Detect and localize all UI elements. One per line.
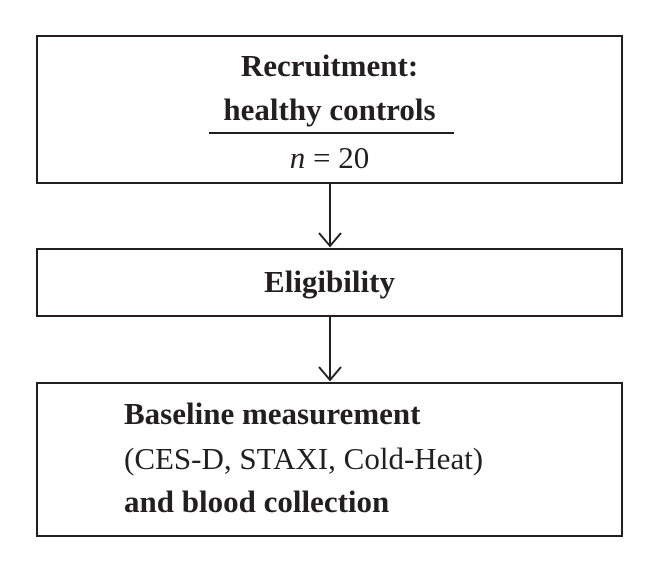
recruitment-title: Recruitment: [240,48,419,83]
arrow-2-head [318,366,342,382]
baseline-blood-collection: and blood collection [124,484,390,519]
recruitment-underline [209,132,454,134]
baseline-box: Baseline measurement (CES-D, STAXI, Cold… [36,382,623,537]
eligibility-box: Eligibility [36,248,623,317]
baseline-instruments: (CES-D, STAXI, Cold-Heat) [124,441,484,476]
sample-size-value: = 20 [305,140,370,175]
baseline-title: Baseline measurement [124,396,421,431]
recruitment-subtitle: healthy controls [223,92,436,127]
recruitment-sample-size: n = 20 [38,140,621,176]
arrow-1-head [318,232,342,248]
recruitment-box: Recruitment: healthy controls n = 20 [36,35,623,184]
sample-size-variable: n [289,140,306,175]
eligibility-label: Eligibility [264,264,395,299]
